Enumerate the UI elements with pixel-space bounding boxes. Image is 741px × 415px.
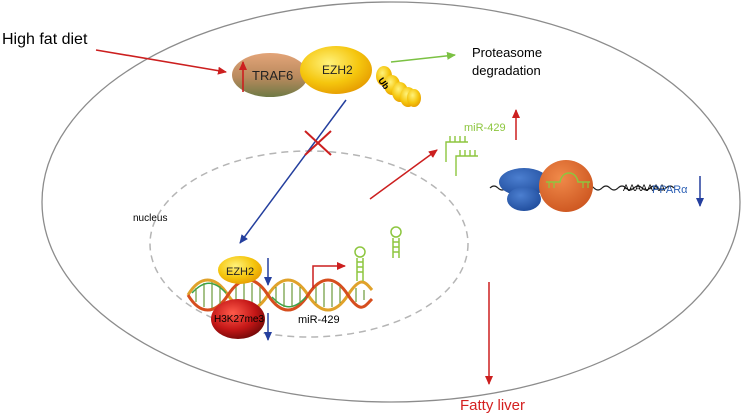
ezh2-nuclear-translocation-arrow	[239, 99, 347, 244]
proteasome-arrow	[390, 51, 456, 63]
ezh2-label-cytoplasm: EZH2	[322, 63, 353, 77]
ubiquitin-chain: Ub	[376, 66, 421, 107]
mirna-bound-to-mrna	[546, 172, 590, 183]
high-fat-diet-label: High fat diet	[2, 31, 88, 48]
mir429-mature-label: miR-429	[464, 122, 506, 134]
proteasome-label-line1: Proteasome	[472, 45, 542, 60]
mirna-pairing-ticks	[548, 182, 589, 188]
traf6-label: TRAF6	[252, 68, 293, 83]
mir429-gene-label: miR-429	[298, 314, 340, 326]
nucleus-label: nucleus	[133, 213, 167, 224]
mature-mir429-cluster	[445, 136, 478, 176]
high-fat-diet-arrow	[95, 49, 227, 75]
mir429-risc-complex	[539, 160, 593, 212]
ezh2-protein-cytoplasm	[300, 46, 372, 94]
pre-mir429-hairpin-2	[390, 226, 402, 258]
cell-membrane	[41, 1, 741, 403]
ezh2-protein-nucleus	[218, 256, 262, 284]
ppara-label: PPARα	[652, 184, 688, 196]
fatty-liver-label: Fatty liver	[460, 397, 525, 414]
h3k27me3-label: H3K27me3	[214, 314, 264, 325]
h3k27me3-histone	[211, 299, 265, 339]
pre-mir429-hairpin-1	[354, 246, 366, 281]
transcription-arrow	[312, 262, 346, 288]
ezh2-label-nucleus: EZH2	[226, 266, 254, 278]
polya-tail: AAAAAAA	[623, 183, 665, 193]
dna-helix	[186, 278, 374, 312]
block-x-mark	[304, 130, 332, 156]
proteasome-label-line2: degradation	[472, 63, 541, 78]
ribosome	[499, 168, 549, 211]
mirna-export-arrow	[369, 149, 438, 200]
traf6-protein	[232, 53, 308, 97]
nucleus-membrane	[149, 150, 469, 338]
